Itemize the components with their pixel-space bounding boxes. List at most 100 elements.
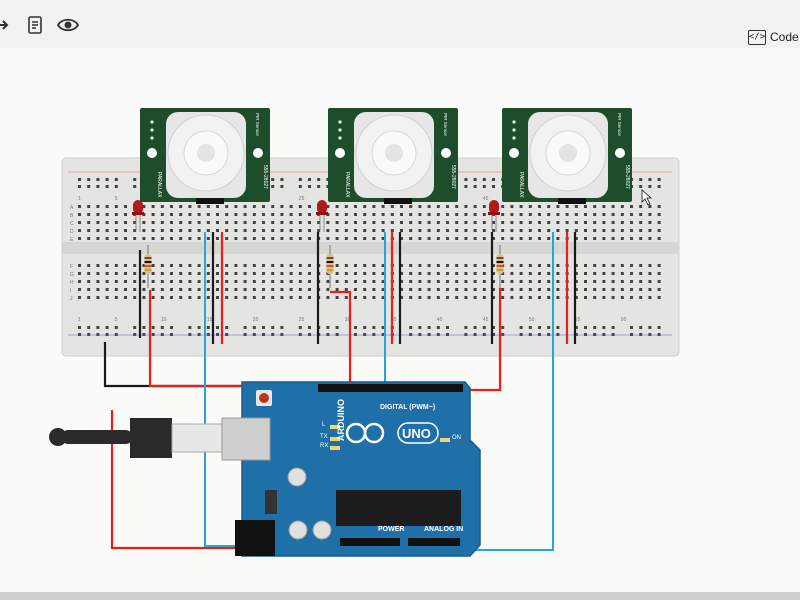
breadboard-hole[interactable] (648, 221, 652, 224)
breadboard-hole[interactable] (418, 280, 422, 283)
breadboard-hole[interactable] (216, 229, 219, 232)
breadboard-hole[interactable] (381, 333, 385, 336)
breadboard-hole[interactable] (400, 237, 403, 240)
breadboard-hole[interactable] (492, 296, 495, 299)
breadboard-hole[interactable] (151, 326, 155, 329)
breadboard-hole[interactable] (335, 296, 339, 299)
breadboard-hole[interactable] (363, 333, 367, 336)
breadboard-hole[interactable] (151, 229, 155, 232)
breadboard-hole[interactable] (501, 288, 505, 291)
breadboard-hole[interactable] (289, 205, 293, 208)
breadboard-hole[interactable] (216, 237, 219, 240)
breadboard-hole[interactable] (620, 229, 624, 232)
breadboard-hole[interactable] (78, 272, 81, 275)
breadboard-hole[interactable] (133, 296, 137, 299)
breadboard-hole[interactable] (400, 272, 403, 275)
breadboard-hole[interactable] (335, 326, 339, 329)
breadboard-hole[interactable] (363, 237, 367, 240)
breadboard-hole[interactable] (381, 213, 385, 216)
breadboard-hole[interactable] (280, 229, 284, 232)
breadboard-hole[interactable] (225, 264, 229, 267)
breadboard-hole[interactable] (565, 213, 569, 216)
breadboard-hole[interactable] (216, 213, 219, 216)
breadboard-hole[interactable] (473, 296, 477, 299)
eye-icon[interactable] (56, 14, 80, 36)
breadboard-hole[interactable] (620, 272, 624, 275)
breadboard-hole[interactable] (252, 213, 256, 216)
breadboard-hole[interactable] (78, 280, 81, 283)
breadboard-hole[interactable] (611, 326, 615, 329)
breadboard-hole[interactable] (584, 280, 587, 283)
breadboard-hole[interactable] (372, 213, 376, 216)
breadboard-hole[interactable] (556, 326, 560, 329)
breadboard-hole[interactable] (206, 326, 210, 329)
breadboard-hole[interactable] (528, 333, 532, 336)
breadboard-hole[interactable] (464, 205, 468, 208)
breadboard-hole[interactable] (528, 229, 532, 232)
breadboard-hole[interactable] (611, 221, 615, 224)
breadboard-hole[interactable] (427, 333, 431, 336)
breadboard-hole[interactable] (455, 296, 459, 299)
breadboard-hole[interactable] (446, 237, 449, 240)
breadboard-hole[interactable] (547, 288, 551, 291)
breadboard-hole[interactable] (216, 326, 219, 329)
breadboard-hole[interactable] (427, 237, 431, 240)
breadboard-hole[interactable] (105, 185, 109, 188)
breadboard-hole[interactable] (473, 221, 477, 224)
breadboard-hole[interactable] (87, 326, 91, 329)
breadboard-hole[interactable] (344, 272, 348, 275)
breadboard-hole[interactable] (492, 288, 495, 291)
breadboard-hole[interactable] (538, 280, 541, 283)
breadboard-hole[interactable] (87, 178, 91, 181)
breadboard-hole[interactable] (538, 333, 541, 336)
breadboard-hole[interactable] (142, 205, 146, 208)
breadboard-hole[interactable] (262, 296, 265, 299)
breadboard-hole[interactable] (179, 213, 183, 216)
breadboard-hole[interactable] (114, 296, 118, 299)
breadboard-hole[interactable] (501, 221, 505, 224)
breadboard-hole[interactable] (298, 264, 302, 267)
breadboard-hole[interactable] (105, 237, 109, 240)
breadboard-hole[interactable] (528, 264, 532, 267)
breadboard-hole[interactable] (436, 229, 440, 232)
breadboard-hole[interactable] (206, 288, 210, 291)
breadboard-hole[interactable] (409, 288, 413, 291)
breadboard-hole[interactable] (96, 237, 100, 240)
breadboard-hole[interactable] (482, 326, 486, 329)
breadboard-hole[interactable] (418, 237, 422, 240)
breadboard-hole[interactable] (611, 296, 615, 299)
breadboard-hole[interactable] (602, 326, 606, 329)
breadboard-hole[interactable] (280, 264, 284, 267)
breadboard-hole[interactable] (363, 264, 367, 267)
breadboard-hole[interactable] (657, 185, 661, 188)
breadboard-hole[interactable] (308, 280, 311, 283)
breadboard-hole[interactable] (501, 213, 505, 216)
breadboard-hole[interactable] (611, 272, 615, 275)
breadboard-hole[interactable] (326, 178, 330, 181)
breadboard-hole[interactable] (455, 221, 459, 224)
breadboard-hole[interactable] (335, 333, 339, 336)
breadboard-hole[interactable] (620, 205, 624, 208)
breadboard-hole[interactable] (206, 237, 210, 240)
breadboard-hole[interactable] (335, 213, 339, 216)
breadboard-hole[interactable] (114, 221, 118, 224)
breadboard-hole[interactable] (648, 185, 652, 188)
breadboard-hole[interactable] (372, 296, 376, 299)
breadboard-hole[interactable] (298, 333, 302, 336)
breadboard-hole[interactable] (78, 326, 81, 329)
breadboard-hole[interactable] (225, 280, 229, 283)
breadboard-hole[interactable] (639, 272, 643, 275)
breadboard-hole[interactable] (78, 185, 81, 188)
breadboard-hole[interactable] (584, 326, 587, 329)
breadboard-hole[interactable] (160, 296, 164, 299)
breadboard-hole[interactable] (657, 221, 661, 224)
breadboard-hole[interactable] (427, 296, 431, 299)
breadboard-hole[interactable] (124, 229, 127, 232)
breadboard-hole[interactable] (216, 333, 219, 336)
breadboard-hole[interactable] (528, 296, 532, 299)
breadboard-hole[interactable] (262, 205, 265, 208)
breadboard-hole[interactable] (620, 264, 624, 267)
breadboard-hole[interactable] (326, 205, 330, 208)
